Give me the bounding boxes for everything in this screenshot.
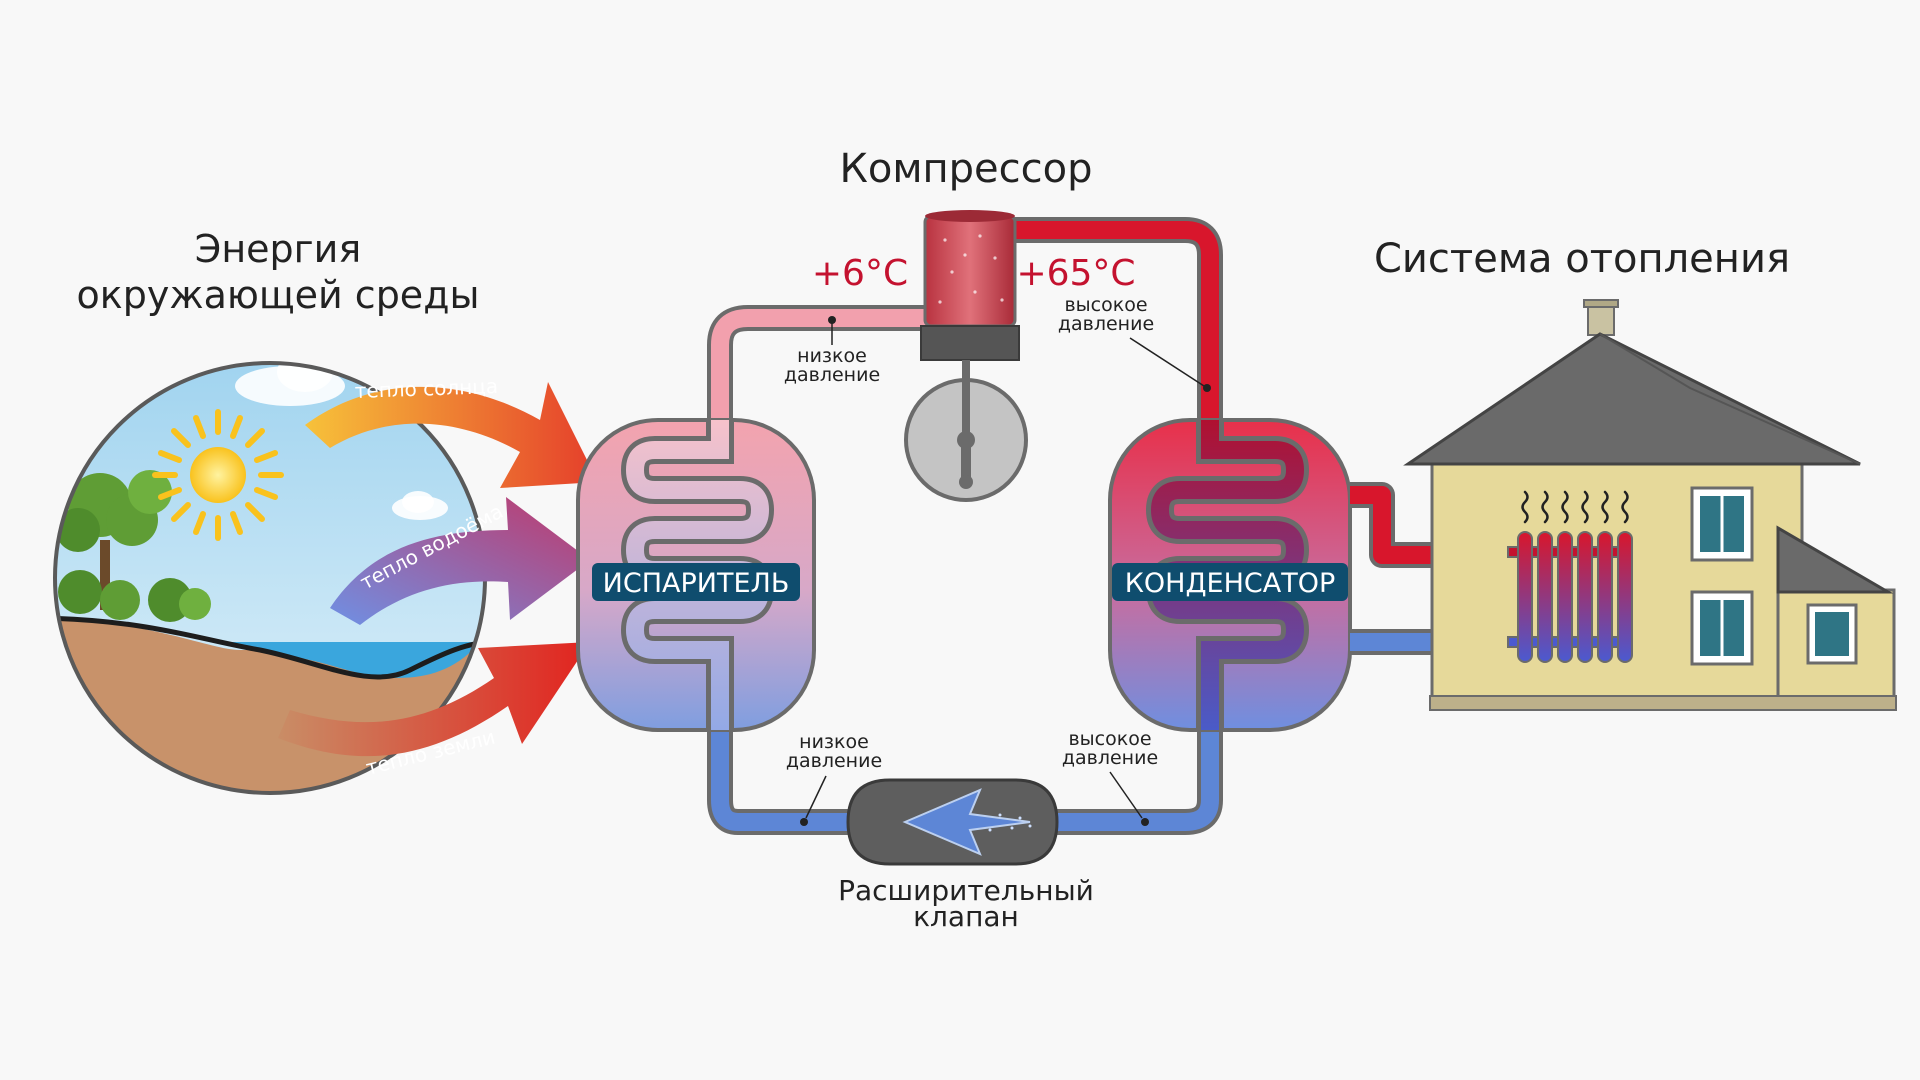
- pressure-label-bottom-right: высокое давление: [1062, 728, 1158, 826]
- pressure-label-top-right: высокое давление: [1058, 294, 1211, 392]
- tree-icon: [56, 470, 211, 622]
- window-icon: [1690, 486, 1858, 666]
- radiator-icon: [1507, 531, 1633, 663]
- pressure-high-bottom-line1: высокое: [1068, 728, 1151, 750]
- valve-title-line1: Расширительный: [838, 874, 1094, 907]
- evaporator-label-bg: [592, 563, 800, 601]
- temperature-high: +65°C: [1016, 253, 1135, 294]
- pressure-high-bottom-line2: давление: [1062, 747, 1158, 769]
- evaporator: ИСПАРИТЕЛЬ: [576, 418, 816, 732]
- sun-icon: [152, 409, 284, 541]
- pressure-label-bottom-left: низкое давление: [786, 731, 882, 826]
- pressure-high-top-line1: высокое: [1064, 294, 1147, 316]
- heating-title: Система отопления: [1374, 236, 1790, 282]
- pressure-low-top-line1: низкое: [797, 345, 867, 367]
- condenser-label: КОНДЕНСАТОР: [1125, 568, 1336, 599]
- condenser: КОНДЕНСАТОР: [1108, 418, 1352, 732]
- arrow-sun-label: тепло солнца: [354, 374, 498, 403]
- temperature-low: +6°C: [812, 253, 908, 294]
- refrigerant-loop: [707, 217, 1223, 835]
- expansion-valve: [846, 778, 1059, 866]
- arrow-sun-heat: тепло солнца: [305, 374, 598, 488]
- cloud-icon: [235, 363, 448, 520]
- environment-title-line1: Энергия: [195, 227, 361, 271]
- compressor: [904, 210, 1028, 502]
- pressure-low-top-line2: давление: [784, 364, 880, 386]
- pressure-label-top-left: низкое давление: [784, 316, 880, 386]
- pressure-low-bottom-line1: низкое: [799, 731, 869, 753]
- pressure-high-top-line2: давление: [1058, 313, 1154, 335]
- valve-title-line2: клапан: [913, 900, 1019, 933]
- compressor-title: Компрессор: [839, 146, 1092, 192]
- condenser-label-bg: [1112, 563, 1348, 601]
- house-icon: [1403, 299, 1897, 711]
- pressure-low-bottom-line2: давление: [786, 750, 882, 772]
- steam-icon: [1521, 490, 1629, 524]
- evaporator-label: ИСПАРИТЕЛЬ: [603, 568, 790, 599]
- environment-title-line2: окружающей среды: [77, 273, 480, 317]
